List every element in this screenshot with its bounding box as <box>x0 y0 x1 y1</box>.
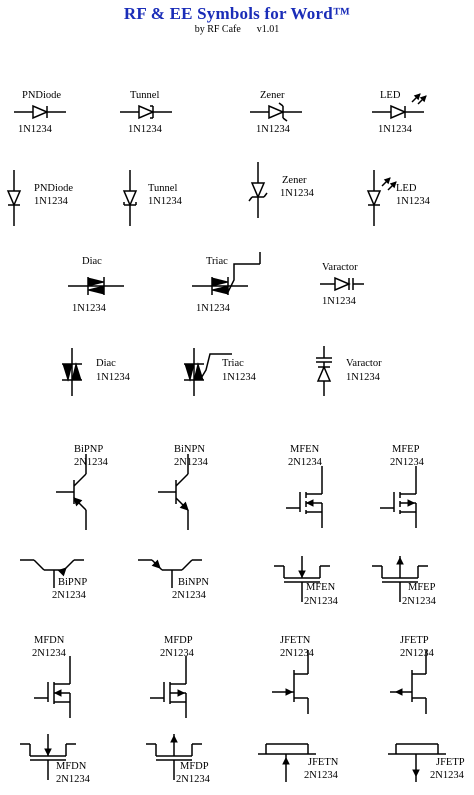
symbol-name-label: JFETP <box>400 635 429 646</box>
symbol-pndiode-5 <box>6 170 22 226</box>
symbol-name-label: MFDP <box>164 635 193 646</box>
symbol-name-label: BiPNP <box>58 577 88 588</box>
part-number-label: 2N1234 <box>74 457 108 468</box>
symbol-jfetp-26 <box>390 650 427 714</box>
part-number-label: 1N1234 <box>148 196 182 207</box>
symbol-name-label: BiPNP <box>74 444 104 455</box>
symbol-zener-3 <box>250 102 302 122</box>
symbol-name-label: Triac <box>222 358 244 369</box>
symbol-varactor-11 <box>320 276 364 292</box>
symbol-name-label: Diac <box>96 358 116 369</box>
symbol-mfdn-23 <box>34 656 71 718</box>
symbol-triac-10 <box>192 252 261 295</box>
symbol-name-label: Tunnel <box>148 183 178 194</box>
part-number-label: 1N1234 <box>72 303 106 314</box>
part-number-label: 1N1234 <box>280 188 314 199</box>
symbol-name-label: BiNPN <box>178 577 209 588</box>
symbol-varactor-14 <box>316 346 332 396</box>
symbol-name-label: BiNPN <box>174 444 205 455</box>
part-number-label: 2N1234 <box>430 770 464 781</box>
symbol-name-label: MFEP <box>408 582 436 593</box>
symbol-name-label: MFDN <box>56 761 87 772</box>
symbol-name-label: LED <box>396 183 417 194</box>
symbol-bipnp-15 <box>56 454 87 530</box>
symbol-zener-7 <box>248 162 268 218</box>
part-number-label: 2N1234 <box>402 596 436 607</box>
symbol-name-label: JFETN <box>280 635 311 646</box>
part-number-label: 1N1234 <box>222 372 256 383</box>
part-number-label: 1N1234 <box>346 372 380 383</box>
part-number-label: 1N1234 <box>322 296 356 307</box>
symbol-name-label: MFEN <box>290 444 320 455</box>
symbol-name-label: Varactor <box>346 358 382 369</box>
symbol-jfetp-30 <box>388 743 446 782</box>
symbol-led-4 <box>372 93 427 120</box>
symbol-mfen-21 <box>274 556 330 602</box>
symbol-bipnp-19 <box>20 559 84 588</box>
symbol-binpn-20 <box>138 559 202 588</box>
part-number-label: 1N1234 <box>396 196 430 207</box>
part-number-label: 1N1234 <box>378 124 412 135</box>
part-number-label: 2N1234 <box>32 648 66 659</box>
symbol-mfep-22 <box>372 556 428 602</box>
symbol-name-label: Triac <box>206 256 228 267</box>
symbol-name-label: MFEP <box>392 444 420 455</box>
part-number-label: 2N1234 <box>52 590 86 601</box>
part-number-label: 2N1234 <box>304 770 338 781</box>
symbol-name-label: PNDiode <box>22 90 62 101</box>
symbol-name-label: MFDN <box>34 635 65 646</box>
symbol-name-label: LED <box>380 90 401 101</box>
symbol-name-label: MFDP <box>180 761 209 772</box>
symbol-name-label: Zener <box>260 90 285 101</box>
symbol-binpn-16 <box>158 454 189 530</box>
symbol-led-8 <box>366 170 397 226</box>
symbol-name-label: JFETN <box>308 757 339 768</box>
symbol-mfep-18 <box>380 466 417 528</box>
symbol-diac-9 <box>68 277 124 295</box>
part-number-label: 1N1234 <box>256 124 290 135</box>
symbol-name-label: Tunnel <box>130 90 160 101</box>
part-number-label: 2N1234 <box>172 590 206 601</box>
part-number-label: 2N1234 <box>400 648 434 659</box>
page-title: RF & EE Symbols for Word™ <box>123 4 351 23</box>
part-number-label: 1N1234 <box>96 372 130 383</box>
symbol-name-label: Varactor <box>322 262 358 273</box>
part-number-label: 1N1234 <box>18 124 52 135</box>
symbol-name-label: PNDiode <box>34 183 74 194</box>
symbol-mfdp-28 <box>146 734 202 780</box>
symbol-mfdp-24 <box>150 656 187 718</box>
version-label: v1.01 <box>256 24 280 35</box>
symbol-mfdn-27 <box>20 734 76 780</box>
part-number-label: 2N1234 <box>160 648 194 659</box>
part-number-label: 2N1234 <box>56 774 90 785</box>
part-number-label: 2N1234 <box>304 596 338 607</box>
symbol-name-label: JFETP <box>436 757 465 768</box>
symbol-diac-12 <box>62 348 82 396</box>
part-number-label: 1N1234 <box>34 196 68 207</box>
part-number-label: 2N1234 <box>280 648 314 659</box>
symbol-triac-13 <box>184 348 232 396</box>
part-number-label: 2N1234 <box>174 457 208 468</box>
symbol-tunnel-2 <box>120 104 172 120</box>
symbol-name-label: Diac <box>82 256 102 267</box>
symbol-jfetn-29 <box>258 743 316 782</box>
part-number-label: 1N1234 <box>128 124 162 135</box>
byline-author: by RF Cafe <box>194 24 241 35</box>
part-number-label: 2N1234 <box>288 457 322 468</box>
symbol-name-label: MFEN <box>306 582 336 593</box>
symbol-pndiode-1 <box>14 104 66 120</box>
symbol-mfen-17 <box>286 466 323 528</box>
symbol-tunnel-6 <box>122 170 138 226</box>
byline: by RF Cafe v1.01 <box>0 24 474 35</box>
part-number-label: 1N1234 <box>196 303 230 314</box>
symbol-jfetn-25 <box>272 650 309 714</box>
part-number-label: 2N1234 <box>390 457 424 468</box>
part-number-label: 2N1234 <box>176 774 210 785</box>
symbol-name-label: Zener <box>282 175 307 186</box>
